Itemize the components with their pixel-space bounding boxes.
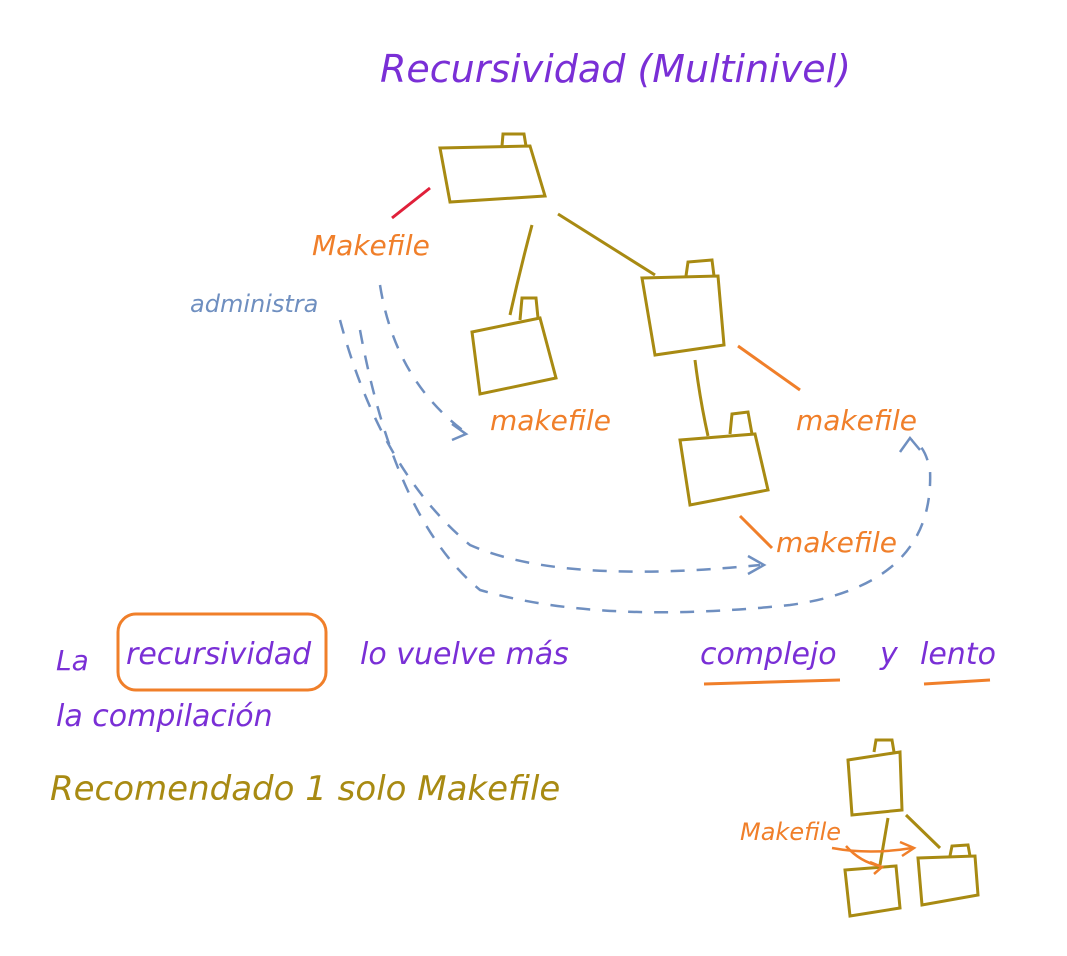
root-makefile-label: Makefile (312, 229, 430, 262)
right-child-folder-icon (640, 258, 726, 357)
right-child-makefile-label: makefile (796, 404, 917, 437)
note-connector-y: y (879, 637, 899, 672)
root-to-right-child-line (557, 212, 656, 277)
note-prefix: La (56, 644, 89, 677)
small-root-folder-icon (846, 738, 904, 817)
small-right-folder-icon (916, 843, 980, 907)
small-diagram-makefile-label: Makefile (740, 818, 841, 846)
grandchild-folder-icon (678, 410, 770, 507)
note-complejo: complejo (700, 637, 837, 672)
note-line-3: Recomendado 1 solo Makefile (50, 769, 560, 809)
administra-label: administra (190, 290, 318, 318)
dashed-arrowheads (451, 422, 921, 576)
left-child-makefile-label: makefile (490, 404, 611, 437)
root-folder-icon (438, 132, 547, 204)
small-root-to-right-line (904, 813, 942, 850)
lento-underline (923, 678, 991, 686)
small-root-to-left-line (878, 817, 890, 866)
dashed-arrow-to-grandchild-makefile (338, 319, 761, 573)
left-child-folder-icon (470, 296, 558, 396)
note-lento: lento (920, 637, 996, 672)
diagram-title: Recursividad (Multinivel) (380, 47, 851, 91)
grandchild-makefile-connector (738, 514, 774, 550)
complejo-underline (703, 678, 841, 686)
root-makefile-connector (391, 186, 431, 220)
root-to-left-child-line (508, 224, 534, 316)
dashed-arrow-to-right-makefile (358, 329, 932, 614)
note-recursividad: recursividad (126, 637, 312, 672)
small-makefile-arrows (831, 840, 917, 875)
note-middle: lo vuelve más (360, 637, 569, 672)
recursividad-highlight-box (116, 612, 328, 692)
right-child-makefile-connector (737, 344, 801, 392)
administra-dashed-arrows (338, 284, 932, 614)
right-child-to-grandchild-line (693, 359, 710, 437)
dashed-arrow-to-left-makefile (378, 284, 466, 434)
small-left-folder-icon (843, 864, 902, 918)
note-line-2: la compilación (56, 699, 273, 734)
grandchild-makefile-label: makefile (776, 526, 897, 559)
